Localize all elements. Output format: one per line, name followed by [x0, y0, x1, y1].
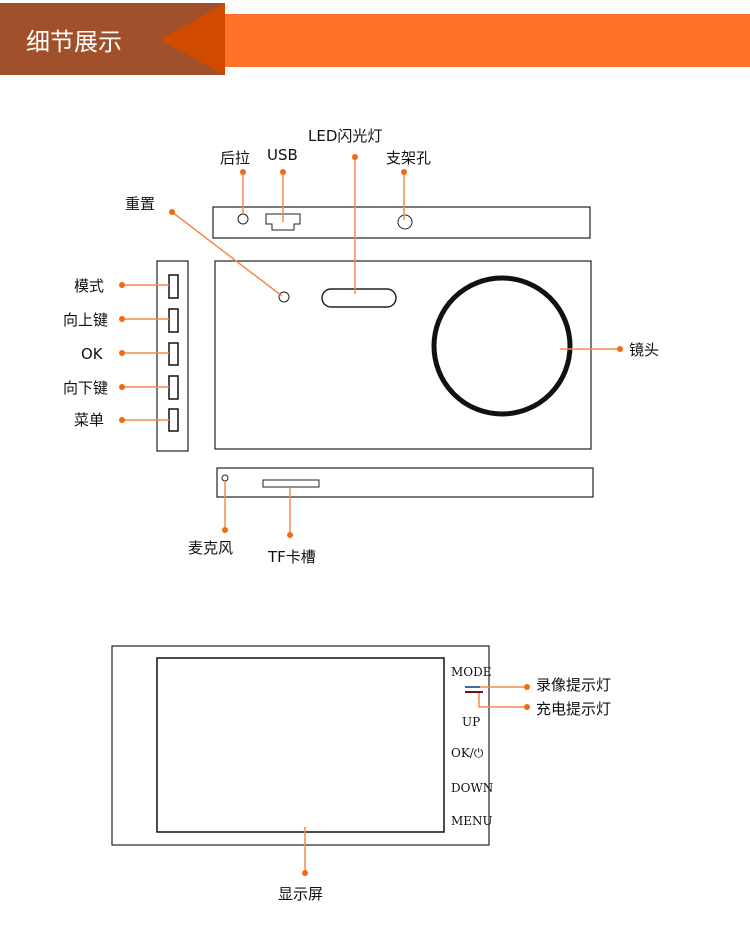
label-lens: 镜头: [629, 341, 659, 359]
label-mode: 模式: [74, 277, 104, 295]
lens: [431, 275, 573, 417]
microphone-hole: [221, 474, 229, 482]
side-button-up: 向上键: [63, 308, 179, 333]
tf-slot: [262, 479, 320, 488]
label-charge-indicator: 充电提示灯: [536, 700, 611, 718]
label-up-button: UP: [462, 715, 480, 729]
label-bracket-hole: 支架孔: [386, 149, 431, 167]
side-button-mode: 模式: [74, 274, 179, 299]
top-view: 后拉 USB LED闪光灯 支架孔 重置 镜头: [125, 127, 659, 450]
label-microphone: 麦克风: [188, 539, 233, 557]
header-arrow: [160, 3, 225, 75]
side-button-ok: OK: [81, 342, 179, 366]
label-reset: 重置: [125, 195, 155, 213]
label-down: 向下键: [63, 379, 108, 397]
header-bar: [225, 14, 750, 67]
label-tf-slot: TF卡槽: [267, 548, 316, 566]
label-usb: USB: [267, 146, 298, 164]
label-record-indicator: 录像提示灯: [536, 676, 611, 694]
side-button-menu: 菜单: [74, 408, 179, 432]
bottom-edge: [216, 467, 594, 498]
front-body: [214, 260, 592, 450]
display-screen: [156, 657, 445, 833]
side-view: 模式 向上键 OK 向下键 菜单: [63, 260, 189, 452]
label-led-flash: LED闪光灯: [308, 127, 382, 145]
side-edge: [156, 260, 189, 452]
side-button-down: 向下键: [63, 375, 179, 400]
label-menu: 菜单: [74, 411, 104, 429]
section-header: 细节展示: [0, 3, 750, 75]
label-pull-back: 后拉: [220, 149, 250, 167]
usb-port: [265, 213, 301, 231]
top-edge: [212, 206, 591, 239]
label-menu-button: MENU: [451, 814, 493, 828]
header-title: 细节展示: [26, 28, 122, 56]
reset-hole: [278, 291, 290, 303]
label-up: 向上键: [63, 311, 108, 329]
bottom-view: 麦克风 TF卡槽: [188, 467, 594, 566]
label-display: 显示屏: [278, 885, 323, 903]
label-ok: OK: [81, 345, 104, 363]
led-flash: [321, 288, 397, 308]
bracket-hole: [397, 214, 413, 230]
label-ok-power-button: OK/⏻: [451, 746, 484, 760]
label-mode-button: MODE: [451, 665, 492, 679]
back-view: MODE UP OK/⏻ DOWN MENU 录像提示灯 充电提示灯 显示屏: [111, 645, 611, 903]
label-down-button: DOWN: [451, 781, 493, 795]
